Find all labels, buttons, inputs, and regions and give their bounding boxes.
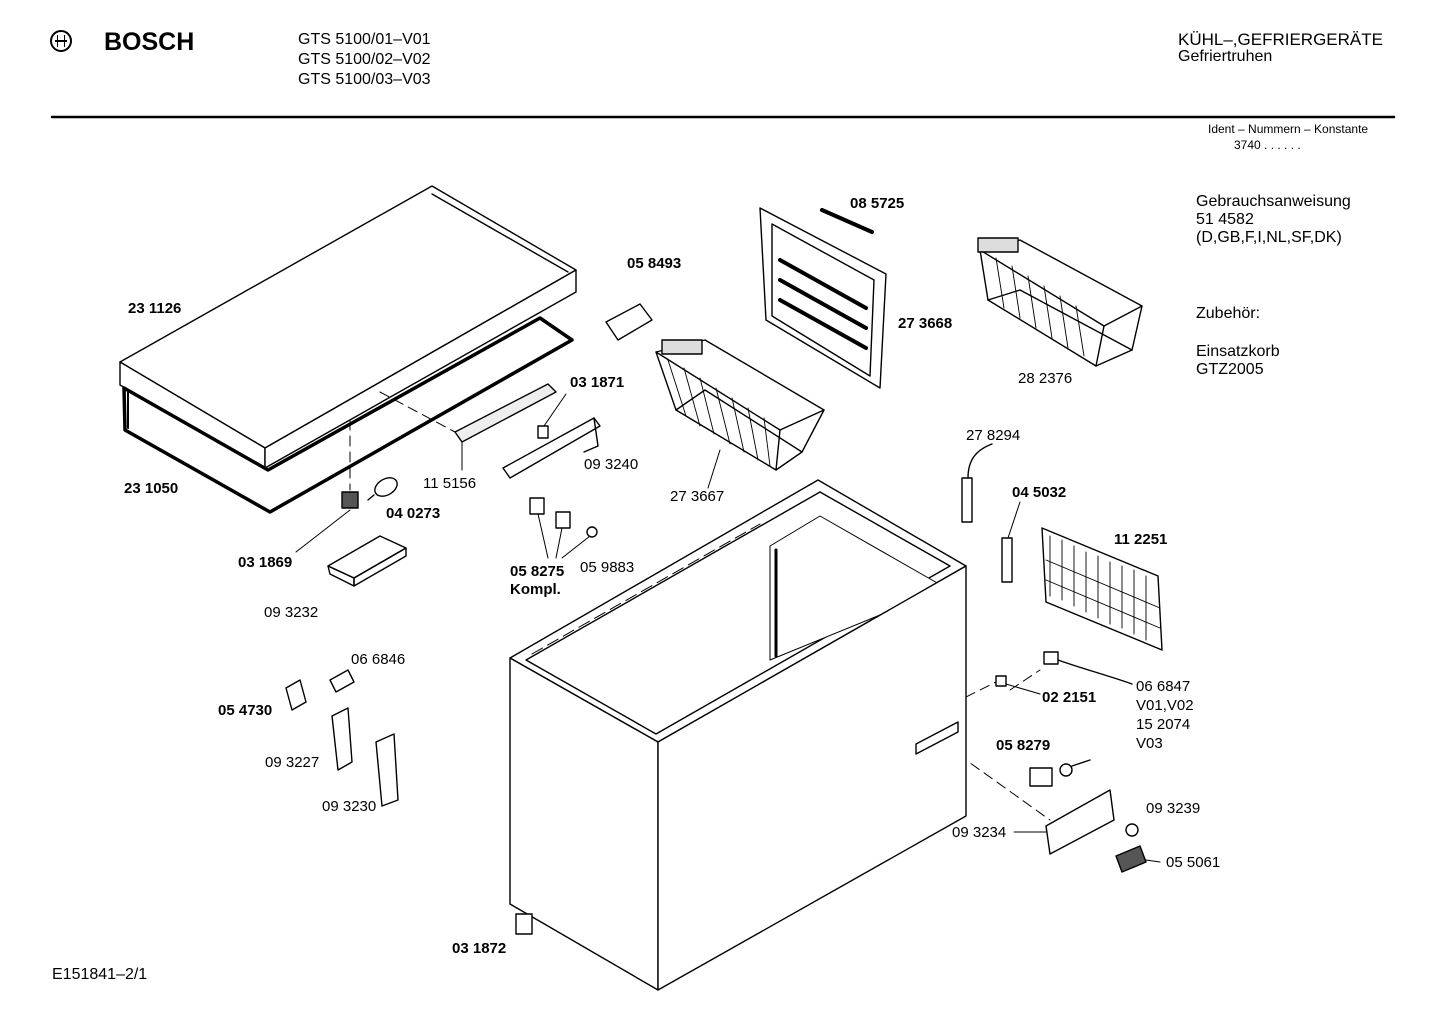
part-label-054730: 05 4730 <box>218 702 273 719</box>
accessory-name: Einsatzkorb <box>1196 343 1280 360</box>
part-label-v01v02: V01,V02 <box>1136 697 1194 714</box>
lid-part-231126 <box>119 185 577 469</box>
lamp-socket-part-031869 <box>295 491 359 553</box>
part-label-112251: 11 2251 <box>1114 531 1168 548</box>
sensor-part-278294 <box>961 443 993 523</box>
accessory-code: GTZ2005 <box>1196 361 1264 378</box>
part-label-085725: 08 5725 <box>850 195 905 212</box>
handle-part-093240 <box>502 417 601 479</box>
rod-part-045032 <box>1001 501 1021 583</box>
category-subtitle: Gefriertruhen <box>1178 48 1273 65</box>
part-label-231050: 23 1050 <box>124 480 179 497</box>
basket-part-273667 <box>655 339 825 489</box>
model-line-2: GTS 5100/02–V02 <box>298 51 431 68</box>
lamp-cover-part-115156 <box>454 383 557 471</box>
manual-number: 51 4582 <box>1196 211 1254 228</box>
drawing-id: E151841–2/1 <box>52 966 148 983</box>
clip-part-031871 <box>537 393 567 439</box>
part-label-055061: 05 5061 <box>1166 854 1221 871</box>
part-label-278294: 27 8294 <box>966 427 1021 444</box>
part-label-058493: 05 8493 <box>627 255 682 272</box>
part-label-031871: 03 1871 <box>570 374 625 391</box>
part-label-031872: 03 1872 <box>452 940 507 957</box>
part-label-059883: 05 9883 <box>580 559 635 576</box>
part-label-022151: 02 2151 <box>1042 689 1097 706</box>
part-label-093240: 09 3240 <box>584 456 639 473</box>
category-title: KÜHL–,GEFRIERGERÄTE <box>1178 30 1383 49</box>
part-label-v03: V03 <box>1136 735 1163 752</box>
basket-part-282376 <box>977 237 1143 367</box>
lamp-part-040273 <box>367 477 398 501</box>
part-label-066847: 06 6847 <box>1136 678 1191 695</box>
hinge-parts-left <box>285 669 399 807</box>
pin-part-085725 <box>820 208 874 234</box>
control-panel-part-093234 <box>1013 789 1115 855</box>
ident-value: 3740 . . . . . . <box>1234 138 1301 152</box>
part-label-031869: 03 1869 <box>238 554 293 571</box>
part-label-093230: 09 3230 <box>322 798 377 815</box>
tray-part-093232 <box>327 535 407 587</box>
part-label-058275: 05 8275 <box>510 563 565 580</box>
part-label-152074: 15 2074 <box>1136 716 1191 733</box>
foot-part-031872 <box>515 913 533 935</box>
part-label-040273: 04 0273 <box>386 505 441 522</box>
part-label-282376: 28 2376 <box>1018 370 1073 387</box>
ident-label: Ident – Nummern – Konstante <box>1208 122 1369 136</box>
part-label-231126: 23 1126 <box>128 300 182 317</box>
thermostat-part-058279 <box>1029 759 1091 787</box>
part-label-273668: 27 3668 <box>898 315 953 332</box>
grille-part-112251 <box>1041 527 1163 651</box>
part-label-093232: 09 3232 <box>264 604 319 621</box>
part-label-093227: 09 3227 <box>265 754 320 771</box>
part-label-093234: 09 3234 <box>952 824 1007 841</box>
part-label-066846: 06 6846 <box>351 651 406 668</box>
cap-part-058493 <box>605 303 653 341</box>
manual-title: Gebrauchsanweisung <box>1196 193 1351 210</box>
accessory-title: Zubehör: <box>1196 305 1261 322</box>
bosch-logo-icon <box>50 30 72 52</box>
model-line-1: GTS 5100/01–V01 <box>298 31 431 48</box>
part-label-kompl: Kompl. <box>510 581 561 598</box>
gasket-part-231050 <box>122 316 574 514</box>
model-line-3: GTS 5100/03–V03 <box>298 71 431 88</box>
hinge-set-part-058275 <box>529 497 598 559</box>
part-label-058279: 05 8279 <box>996 737 1051 754</box>
brand-name: BOSCH <box>104 28 195 56</box>
panel-part-273668 <box>759 207 887 389</box>
switch-part-055061 <box>1115 845 1161 873</box>
part-label-045032: 04 5032 <box>1012 484 1067 501</box>
part-label-093239: 09 3239 <box>1146 800 1201 817</box>
part-label-273667: 27 3667 <box>670 488 725 505</box>
manual-languages: (D,GB,F,I,NL,SF,DK) <box>1196 229 1342 246</box>
part-label-115156: 11 5156 <box>423 475 477 492</box>
connector-part-066847 <box>1043 651 1133 685</box>
freezer-body <box>509 479 967 991</box>
switch-part-022151 <box>995 675 1041 695</box>
knob-part-093239 <box>1125 823 1139 837</box>
